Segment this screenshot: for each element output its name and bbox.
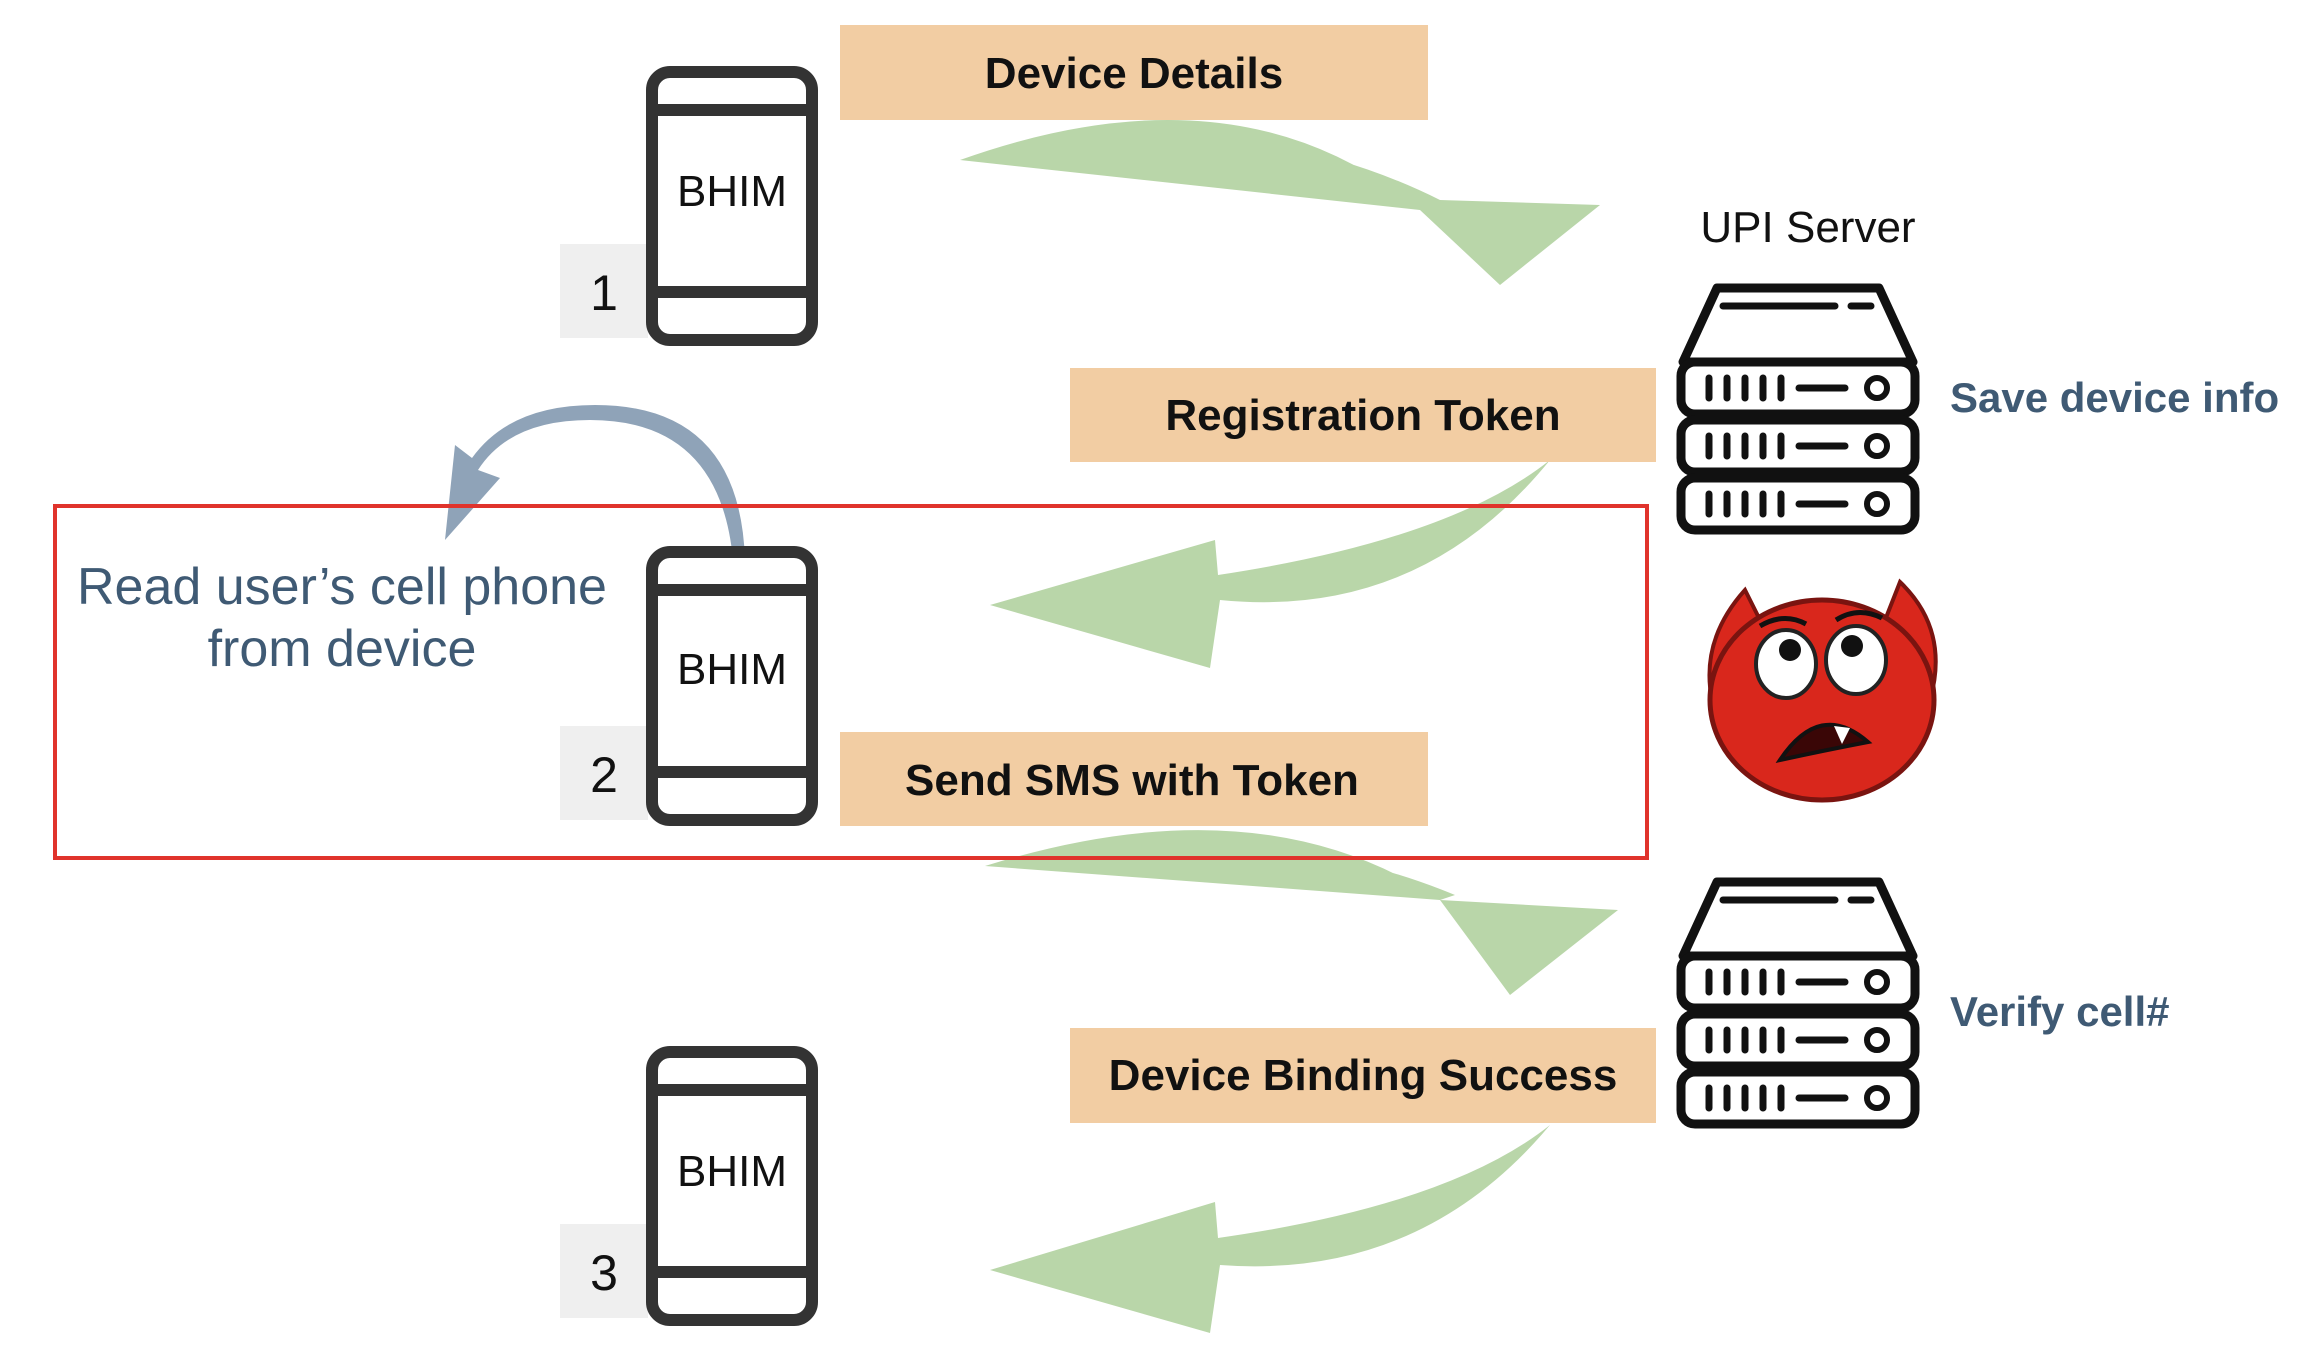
step-number: 2 (590, 747, 618, 803)
smartphone-icon (646, 546, 818, 826)
flow-arrow-2 (990, 460, 1550, 668)
attack-highlight-frame (53, 504, 1649, 860)
smartphone-icon (646, 66, 818, 346)
read-arrow (445, 405, 745, 560)
flow-arrow-3 (985, 830, 1618, 995)
server-rack-icon (1676, 877, 1920, 1129)
phone-app-label: BHIM (677, 645, 787, 694)
server-note-verify: Verify cell# (1950, 988, 2170, 1035)
server-title: UPI Server (1700, 203, 1915, 252)
label-send-sms-text: Send SMS with Token (905, 756, 1359, 805)
attack-note-line2: from device (208, 620, 477, 678)
phone-app-label: BHIM (677, 167, 787, 216)
flow-arrow-4 (990, 1125, 1550, 1333)
step-number: 1 (590, 265, 618, 321)
server-note-save: Save device info (1950, 374, 2279, 421)
label-binding-success: Device Binding Success (1070, 1028, 1656, 1123)
server-rack-icon (1676, 283, 1920, 535)
phone-1: 1 BHIM (560, 66, 818, 346)
label-send-sms: Send SMS with Token (840, 732, 1428, 826)
phone-app-label: BHIM (677, 1147, 787, 1196)
label-device-details: Device Details (840, 25, 1428, 120)
flow-arrow-1 (960, 120, 1600, 285)
label-device-details-text: Device Details (985, 49, 1283, 98)
smartphone-icon (646, 1046, 818, 1326)
phone-2: 2 BHIM (560, 546, 818, 826)
phone-3: 3 BHIM (560, 1046, 818, 1326)
attack-note-line1: Read user’s cell phone (77, 558, 607, 616)
label-registration-token-text: Registration Token (1165, 391, 1560, 440)
label-binding-success-text: Device Binding Success (1109, 1051, 1618, 1100)
step-number: 3 (590, 1245, 618, 1301)
devil-face-icon (1707, 578, 1938, 803)
label-registration-token: Registration Token (1070, 368, 1656, 462)
